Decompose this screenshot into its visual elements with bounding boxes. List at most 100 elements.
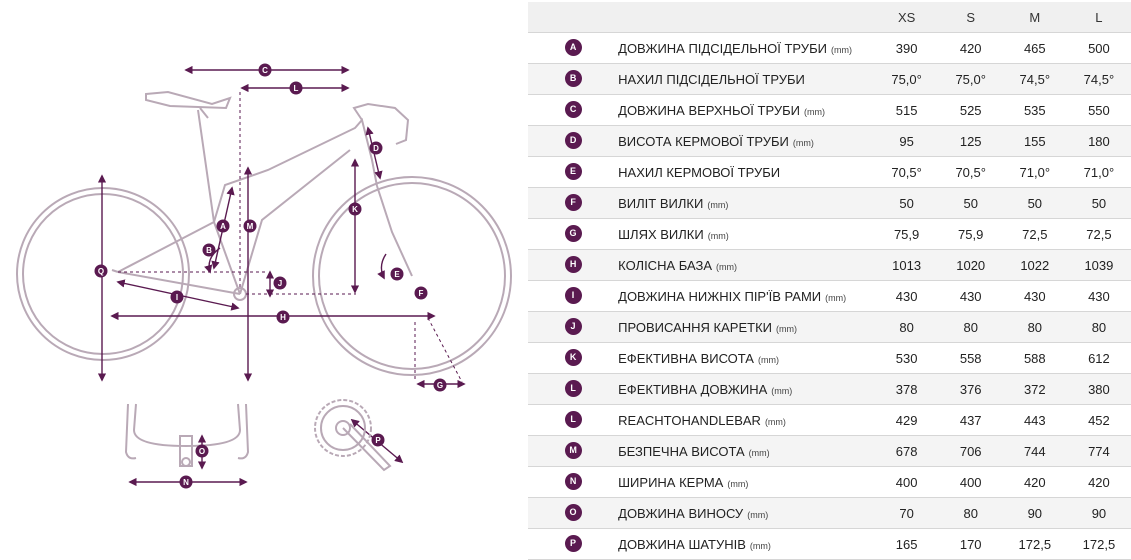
- diagram-badge-f: F: [414, 286, 428, 300]
- value-cell: 558: [938, 342, 1003, 374]
- diagram-badge-label: G: [437, 381, 443, 390]
- diagram-badge-n: N: [179, 475, 193, 489]
- value-cell: 420: [1066, 466, 1131, 498]
- param-unit: (mm): [707, 230, 729, 241]
- value-cell: 170: [938, 528, 1003, 560]
- row-badge: C: [564, 101, 582, 119]
- row-badge: A: [564, 39, 582, 57]
- value-cell: 70: [874, 497, 939, 529]
- diagram-badge-label: F: [419, 289, 424, 298]
- row-param-cell: НАХИЛ КЕРМОВОЇ ТРУБИ: [618, 156, 875, 188]
- diagram-badge-label: Q: [98, 267, 104, 276]
- param-name: ДОВЖИНА ШАТУНІВ: [618, 536, 746, 552]
- param-name: ДОВЖИНА ПІДСІДЕЛЬНОЇ ТРУБИ: [618, 40, 827, 56]
- value-cell: 437: [938, 404, 1003, 436]
- param-unit: (mm): [716, 261, 738, 272]
- value-cell: 706: [938, 435, 1003, 467]
- header-size-m: M: [1002, 2, 1067, 33]
- value-cell: 380: [1066, 373, 1131, 405]
- diagram-badge-label: N: [183, 478, 189, 487]
- value-cell: 80: [1066, 311, 1131, 343]
- value-cell: 75,9: [874, 218, 939, 250]
- value-cell: 172,5: [1002, 528, 1067, 560]
- param-unit: (mm): [771, 385, 793, 396]
- value-cell: 515: [874, 94, 939, 126]
- param-unit: (mm): [830, 44, 852, 55]
- diagram-badge-label: E: [394, 270, 400, 279]
- param-unit: (mm): [757, 354, 779, 365]
- row-badge: H: [564, 256, 582, 274]
- value-cell: 50: [874, 187, 939, 219]
- value-cell: 430: [874, 280, 939, 312]
- value-cell: 165: [874, 528, 939, 560]
- param-unit: (mm): [748, 447, 770, 458]
- value-cell: 125: [938, 125, 1003, 157]
- value-cell: 80: [938, 311, 1003, 343]
- row-badge-cell: E: [528, 156, 619, 188]
- row-param-cell: ДОВЖИНА ВЕРХНЬОЇ ТРУБИ(mm): [618, 94, 875, 126]
- param-name: НАХИЛ КЕРМОВОЇ ТРУБИ: [618, 164, 781, 180]
- param-name: ЕФЕКТИВНА ДОВЖИНА: [618, 381, 768, 397]
- value-cell: 74,5°: [1066, 63, 1131, 95]
- row-badge-cell: I: [528, 280, 619, 312]
- diagram-badge-q: Q: [94, 264, 108, 278]
- row-param-cell: НАХИЛ ПІДСІДЕЛЬНОЇ ТРУБИ: [618, 63, 875, 95]
- value-cell: 420: [1002, 466, 1067, 498]
- value-cell: 95: [874, 125, 939, 157]
- row-badge: P: [564, 535, 582, 553]
- value-cell: 75,9: [938, 218, 1003, 250]
- value-cell: 500: [1066, 32, 1131, 64]
- row-badge: I: [564, 287, 582, 305]
- row-badge: G: [564, 225, 582, 243]
- value-cell: 678: [874, 435, 939, 467]
- param-name: НАХИЛ ПІДСІДЕЛЬНОЇ ТРУБИ: [618, 71, 805, 87]
- diagram-badge-label: H: [280, 313, 286, 322]
- diagram-badge-e: E: [390, 267, 404, 281]
- diagram-badge-k: K: [348, 202, 362, 216]
- value-cell: 75,0°: [938, 63, 1003, 95]
- value-cell: 430: [1066, 280, 1131, 312]
- row-badge-cell: M: [528, 435, 619, 467]
- param-name: ДОВЖИНА ВЕРХНЬОЇ ТРУБИ: [618, 102, 800, 118]
- value-cell: 50: [938, 187, 1003, 219]
- row-badge-cell: D: [528, 125, 619, 157]
- row-badge-cell: G: [528, 218, 619, 250]
- row-badge-cell: C: [528, 94, 619, 126]
- param-name: ПРОВИСАННЯ КАРЕТКИ: [618, 319, 772, 335]
- value-cell: 550: [1066, 94, 1131, 126]
- row-badge: M: [564, 442, 582, 460]
- param-name: ШИРИНА КЕРМА: [618, 474, 724, 490]
- row-badge-cell: O: [528, 497, 619, 529]
- value-cell: 378: [874, 373, 939, 405]
- row-badge-cell: K: [528, 342, 619, 374]
- diagram-badge-h: H: [276, 310, 290, 324]
- diagram-badge-g: G: [433, 378, 447, 392]
- row-param-cell: ДОВЖИНА НИЖНІХ ПІР'ЇВ РАМИ(mm): [618, 280, 875, 312]
- value-cell: 90: [1002, 497, 1067, 529]
- row-badge: O: [564, 504, 582, 522]
- value-cell: 443: [1002, 404, 1067, 436]
- row-param-cell: КОЛІСНА БАЗА(mm): [618, 249, 875, 281]
- value-cell: 1020: [938, 249, 1003, 281]
- diagram-badge-a: A: [216, 219, 230, 233]
- value-cell: 372: [1002, 373, 1067, 405]
- param-unit: (mm): [792, 137, 814, 148]
- diagram-badge-l: L: [289, 81, 303, 95]
- param-unit: (mm): [727, 478, 749, 489]
- value-cell: 80: [938, 497, 1003, 529]
- value-cell: 180: [1066, 125, 1131, 157]
- row-badge: F: [564, 194, 582, 212]
- row-param-cell: ПРОВИСАННЯ КАРЕТКИ(mm): [618, 311, 875, 343]
- value-cell: 420: [938, 32, 1003, 64]
- row-badge-cell: N: [528, 466, 619, 498]
